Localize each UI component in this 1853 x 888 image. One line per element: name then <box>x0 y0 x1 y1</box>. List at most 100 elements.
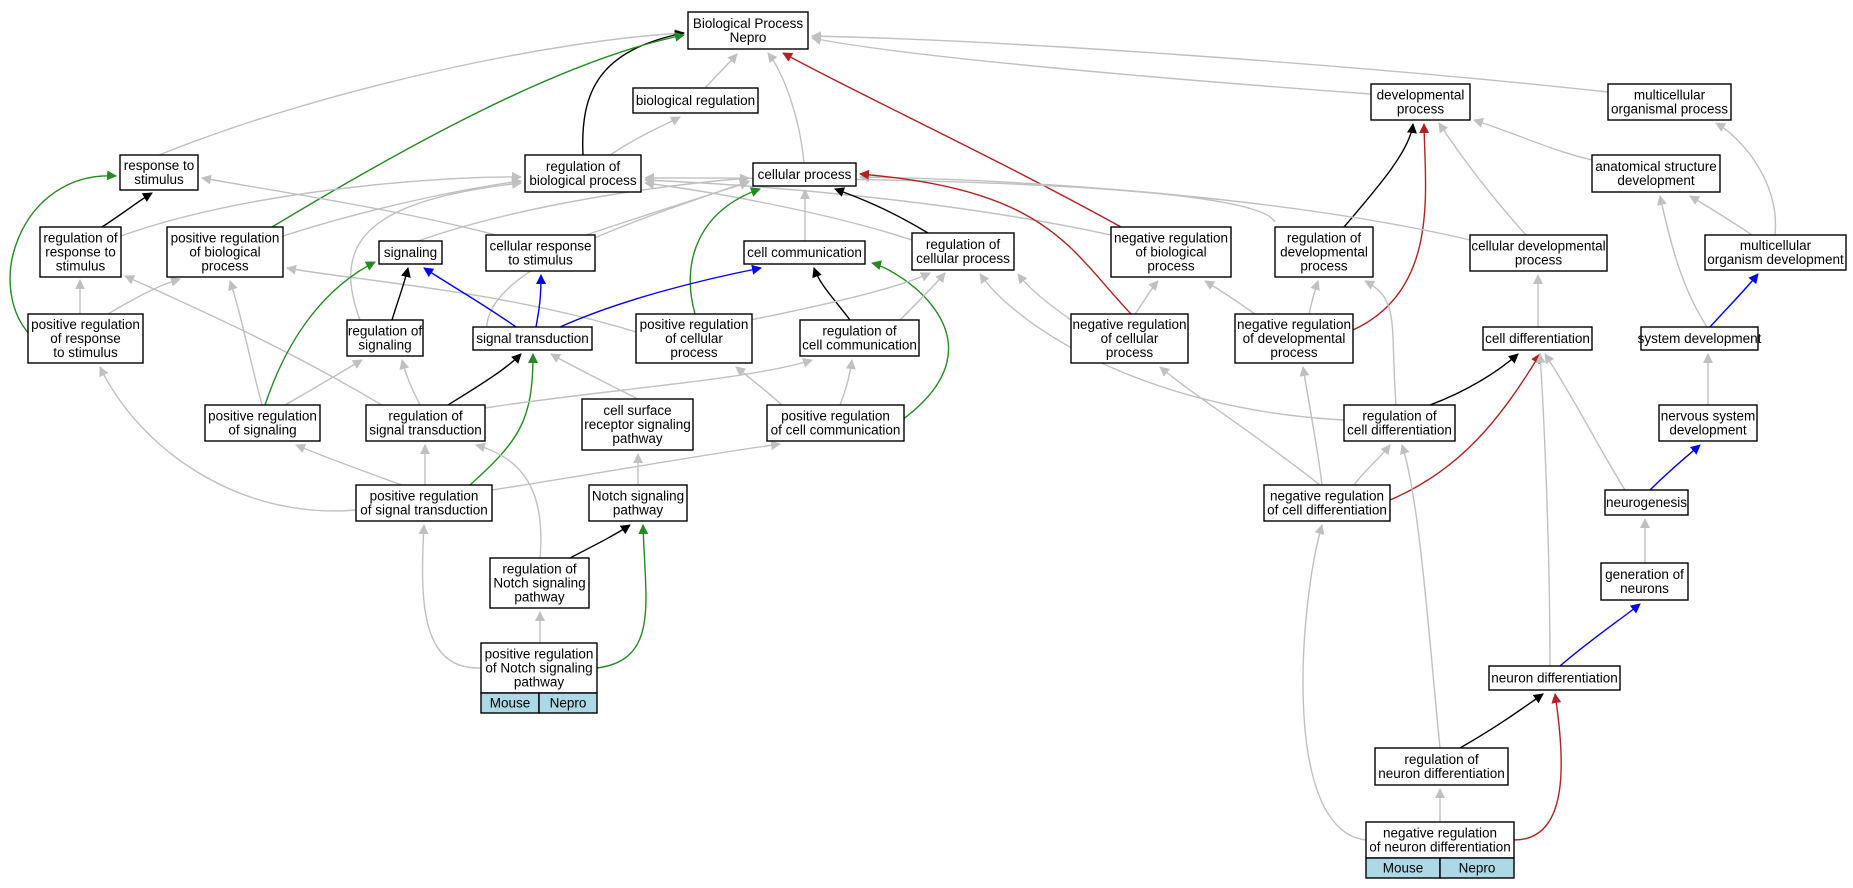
node-label: cell communication <box>802 338 917 353</box>
node-label: pathway <box>514 675 565 690</box>
edge-rcc-to-rcp <box>899 272 946 321</box>
edge-prrs-to-rts <box>9 170 117 341</box>
edge-prcp-to-rcp <box>749 272 931 321</box>
edge-asd-to-dev <box>1473 118 1593 161</box>
edge-prnsp-to-nsp <box>596 524 649 669</box>
edge-rcd-to-rcp <box>979 273 1345 421</box>
node-label: neurogenesis <box>1606 495 1687 510</box>
node-label: positive regulation <box>370 489 479 504</box>
node-label: pathway <box>514 590 565 605</box>
edge-prcc-to-rcc <box>839 359 856 406</box>
edge-mod-to-asd <box>1689 195 1753 236</box>
node-label: Nepro <box>730 30 767 45</box>
edge-prcc-to-cc <box>871 260 950 421</box>
edge-nrcd-to-cd <box>1389 353 1541 501</box>
node-box <box>632 87 759 114</box>
node-cc[interactable]: cell communication <box>743 240 866 265</box>
node-label: developmental <box>1280 245 1368 260</box>
node-label: process <box>1270 345 1318 360</box>
node-cp[interactable]: cellular process <box>752 162 857 187</box>
edge-nrnd-to-nd <box>1513 693 1562 841</box>
node-label: development <box>1669 423 1747 438</box>
node-label: biological process <box>529 173 637 188</box>
node-label: of cellular <box>665 331 723 346</box>
edge-rsig-to-rbp <box>350 179 522 321</box>
edge-layer <box>9 28 1777 841</box>
node-label: regulation of <box>1362 409 1437 424</box>
edge-prs-to-rsig <box>284 359 363 406</box>
edge-rcp-to-rbp <box>644 179 913 241</box>
node-label: cellular process <box>758 167 852 182</box>
node-label: cellular process <box>916 251 1010 266</box>
edge-rrs-to-rbp <box>120 171 522 237</box>
node-ng[interactable]: neurogenesis <box>1604 489 1689 516</box>
edge-nrbp-to-bp <box>782 52 1122 228</box>
edge-rcp-to-cp <box>834 187 929 234</box>
legend-cell <box>1439 857 1515 879</box>
edge-rdp-to-rbp <box>644 172 1276 223</box>
node-box <box>365 404 486 442</box>
edge-prrs-to-prbp <box>107 276 181 315</box>
node-box <box>1604 489 1689 516</box>
edge-prst-to-prs <box>295 443 403 486</box>
edge-rst-to-rcc <box>484 357 813 409</box>
node-box <box>489 557 590 609</box>
node-breg[interactable]: biological regulation <box>632 87 759 114</box>
edge-st-to-cc <box>559 264 762 328</box>
node-label: process <box>1397 102 1445 117</box>
node-label: of cell differentiation <box>1267 503 1387 518</box>
node-box <box>1469 234 1608 272</box>
node-nd[interactable]: neuron differentiation <box>1488 665 1621 691</box>
edge-nrdp-to-rdp <box>1308 280 1320 315</box>
edge-prbp-to-bp <box>271 31 685 228</box>
node-sig[interactable]: signaling <box>378 240 443 265</box>
node-box <box>799 319 920 357</box>
node-sd[interactable]: system development <box>1638 326 1762 351</box>
node-box <box>1110 226 1232 278</box>
node-label: stimulus <box>56 259 106 274</box>
node-label: pathway <box>612 431 663 446</box>
node-st[interactable]: signal transduction <box>472 326 593 351</box>
edge-rnsp-to-nsp <box>569 524 631 559</box>
node-cd[interactable]: cell differentiation <box>1482 326 1593 351</box>
node-label: of Notch signaling <box>485 661 592 676</box>
node-box <box>1640 326 1759 351</box>
edge-st-to-sig <box>423 267 517 328</box>
node-label: signal transduction <box>476 331 589 346</box>
node-label: regulation of <box>348 324 423 339</box>
